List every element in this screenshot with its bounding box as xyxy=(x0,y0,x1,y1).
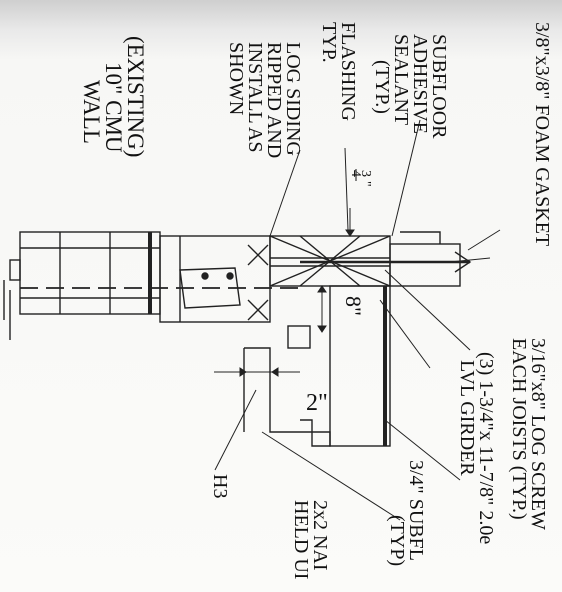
leader-lines xyxy=(214,119,501,521)
label-foam-gasket: 3/8"x3/8" FOAM GASKET xyxy=(531,22,553,246)
label-subfloor-34-line2: (TYP) xyxy=(386,515,408,566)
label-adhesive-line4: (TYP.) xyxy=(371,60,393,114)
label-flashing-line1: FLASHING xyxy=(337,22,359,121)
label-adhesive-line1: SUBFLOOR xyxy=(428,34,450,139)
label-cmu-line2: 10" CMU xyxy=(101,62,126,153)
dim-2: 2" xyxy=(306,390,328,416)
label-siding-line4: SHOWN xyxy=(225,42,247,115)
label-log-screw-line2: EACH JOISTS (TYP.) xyxy=(508,338,530,520)
label-adhesive-line3: SEALANT xyxy=(390,34,412,125)
nailer-block xyxy=(287,325,311,349)
lvl-girder xyxy=(329,285,391,447)
label-h3: H3 xyxy=(209,474,231,498)
label-cmu-line1: (EXISTING) xyxy=(123,36,148,157)
label-cmu-line3: WALL xyxy=(79,80,104,144)
label-subfloor-34-line1: 3/4" SUBFL xyxy=(405,460,427,561)
dim-34-inch: " xyxy=(358,181,373,187)
log-screw-head xyxy=(389,243,461,287)
label-adhesive-line2: ADHESIVE xyxy=(409,34,431,134)
dim-34-denominator: 4 xyxy=(348,170,363,177)
h3-bracket xyxy=(244,347,300,433)
dim-8: 8" xyxy=(341,296,366,316)
log-siding xyxy=(159,235,271,323)
cmu-wall xyxy=(19,231,161,315)
label-log-screw-line1: 3/16"x8" LOG SCREW xyxy=(527,338,549,530)
label-nailer-line1: 2x2 NAI xyxy=(309,500,331,571)
label-siding-line1: LOG SIDING xyxy=(282,42,304,156)
label-lvl-line2: LVL GIRDER xyxy=(456,360,478,476)
wall-end-cap xyxy=(9,259,21,281)
label-flashing-line2: TYP. xyxy=(318,22,340,63)
label-siding-line3: INSTALL AS xyxy=(244,42,266,152)
label-nailer-line2: HELD UI xyxy=(290,500,312,579)
label-lvl-line1: (3) 1-3/4"x 11-7/8" 2.0e xyxy=(475,352,497,544)
dim-34-numerator: 3 xyxy=(358,170,373,177)
label-siding-line2: RIPPED AND xyxy=(263,42,285,158)
